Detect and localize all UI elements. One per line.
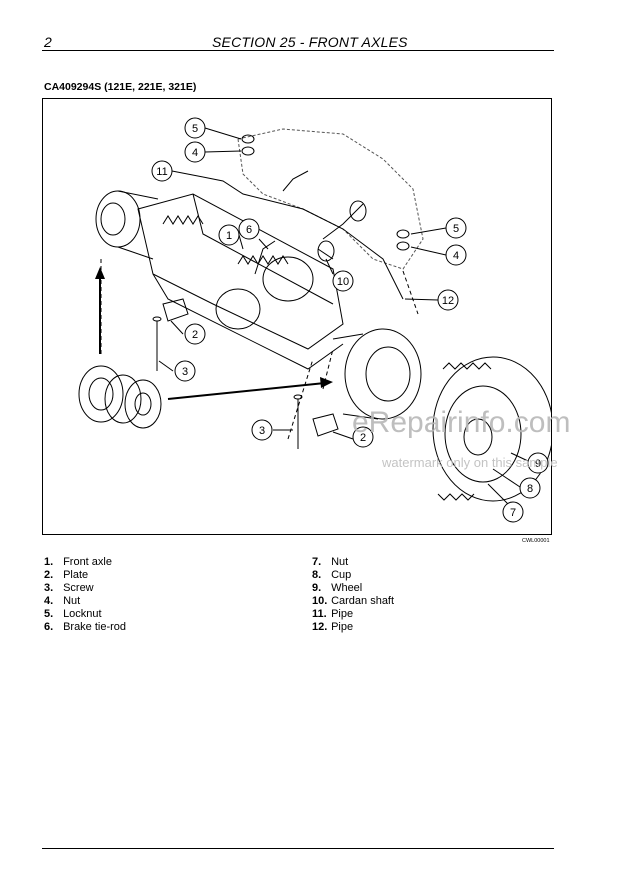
legend-item: 3. Screw (44, 582, 126, 595)
callout-3-right: 3 (259, 425, 265, 437)
legend-label: Brake tie-rod (63, 621, 127, 633)
figure-code: CWL00001 (522, 538, 550, 544)
legend-number: 10. (312, 595, 328, 607)
legend-label: Cardan shaft (331, 595, 395, 607)
callout-4-upper: 4 (192, 147, 198, 159)
legend-label: Nut (63, 595, 81, 607)
callout-8: 8 (527, 483, 533, 495)
legend-label: Wheel (331, 582, 363, 594)
section-title: SECTION 25 - FRONT AXLES (212, 34, 408, 50)
callout-2-left: 2 (192, 329, 198, 341)
legend-label: Front axle (63, 556, 112, 568)
legend-item: 10. Cardan shaft (312, 595, 394, 608)
footer-rule (42, 848, 554, 849)
figure-caption: CA409294S (121E, 221E, 321E) (44, 81, 197, 93)
legend-number: 9. (312, 582, 322, 594)
front-axle-exploded-diagram: 5 4 11 6 1 5 4 10 12 2 3 3 2 9 8 7 (78, 117, 551, 523)
legend-item: 4. Nut (44, 595, 126, 608)
watermark-main: eRepairinfo.com (352, 406, 571, 439)
callout-5-upper: 5 (192, 123, 198, 135)
legend-item: 1. Front axle (44, 556, 126, 569)
legend-label: Pipe (331, 621, 354, 633)
legend-number: 12. (312, 621, 328, 633)
legend-label: Nut (331, 556, 349, 568)
callout-2-right: 2 (360, 432, 366, 444)
header-rule (42, 50, 554, 51)
callout-1: 1 (226, 230, 232, 242)
legend-label: Pipe (331, 608, 354, 620)
legend-item: 5. Locknut (44, 608, 126, 621)
callout-4-right: 4 (453, 250, 459, 262)
legend-label: Plate (63, 569, 89, 581)
legend-item: 12. Pipe (312, 621, 394, 634)
legend-label: Screw (63, 582, 94, 594)
callout-7: 7 (510, 507, 516, 519)
legend-label: Locknut (63, 608, 102, 620)
callout-3-left: 3 (182, 366, 188, 378)
legend-number: 7. (312, 556, 322, 568)
legend-number: 5. (44, 608, 54, 620)
legend-item: 8. Cup (312, 569, 394, 582)
legend-item: 6. Brake tie-rod (44, 621, 126, 634)
legend-item: 7. Nut (312, 556, 394, 569)
callout-11: 11 (156, 166, 167, 178)
legend-label: Cup (331, 569, 352, 581)
parts-legend-left: 1. Front axle 2. Plate 3. Screw 4. Nut 5… (44, 556, 126, 634)
legend-number: 8. (312, 569, 322, 581)
callout-12: 12 (442, 295, 454, 307)
legend-number: 4. (44, 595, 54, 607)
callout-6: 6 (246, 224, 252, 236)
legend-number: 1. (44, 556, 54, 568)
legend-number: 6. (44, 621, 54, 633)
figure-frame: 5 4 11 6 1 5 4 10 12 2 3 3 2 9 8 7 (42, 98, 552, 535)
legend-item: 2. Plate (44, 569, 126, 582)
legend-number: 3. (44, 582, 54, 594)
callout-9: 9 (535, 458, 541, 470)
watermark-sub: watermark only on this sample (382, 455, 558, 470)
parts-legend-right: 7. Nut 8. Cup 9. Wheel 10. Cardan shaft … (312, 556, 394, 634)
callout-10: 10 (337, 276, 349, 288)
legend-item: 11. Pipe (312, 608, 394, 621)
page-number: 2 (44, 34, 52, 50)
legend-number: 11. (312, 608, 327, 620)
legend-item: 9. Wheel (312, 582, 394, 595)
legend-number: 2. (44, 569, 54, 581)
callout-5-right: 5 (453, 223, 459, 235)
